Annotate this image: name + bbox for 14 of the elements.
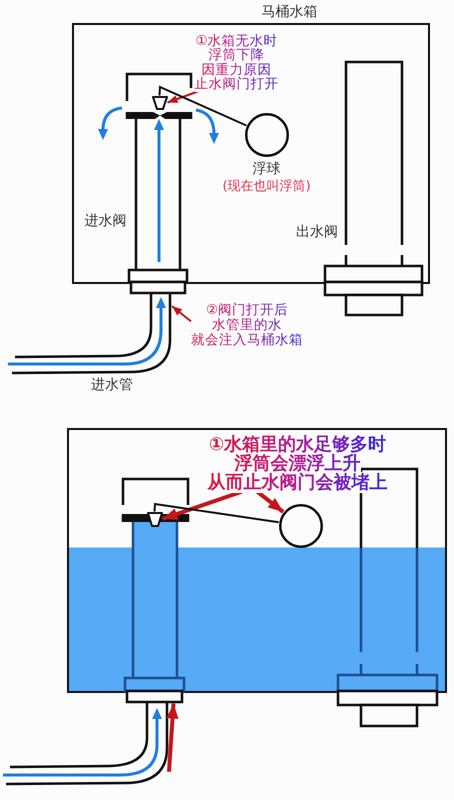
arrow — [166, 703, 178, 772]
part-label: 进水阀 — [84, 213, 126, 230]
tank-title: 马桶水箱 — [262, 4, 318, 21]
arrow — [171, 305, 192, 322]
part-label: 出水阀 — [296, 224, 338, 240]
lever-arm — [158, 86, 247, 126]
callout-text: ①水箱里的水足够多时浮筒会漂浮上升从而止水阀门会被堵上 — [206, 434, 390, 492]
lever-arm — [154, 502, 279, 524]
note: (现在也叫浮筒) — [222, 178, 311, 194]
callout-text: ①水箱无水时浮筒下降因重力原因止水阀门打开 — [194, 34, 280, 92]
part-label: 进水管 — [91, 376, 133, 394]
arrow — [167, 90, 198, 104]
part-label: 浮球 — [252, 161, 280, 178]
callout-text: ②阀门打开后水管里的水就会注入马桶水箱 — [191, 303, 303, 349]
